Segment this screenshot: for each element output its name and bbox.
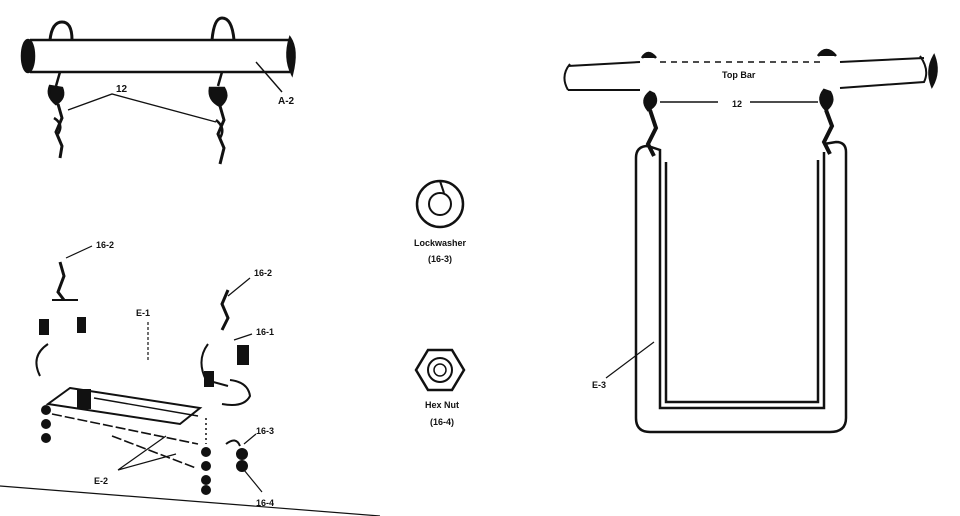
label-part-16-2-b: 16-2 (254, 268, 272, 278)
top-bar-outline (563, 61, 641, 91)
hex-nut-icon (414, 348, 466, 392)
leader-e2 (117, 435, 177, 471)
mount-right (816, 48, 837, 57)
label-part-12-right: 12 (732, 99, 742, 109)
label-hex-nut-code: (16-4) (430, 417, 454, 427)
label-part-16-2-a: 16-2 (96, 240, 114, 250)
label-part-16-4: 16-4 (256, 498, 274, 508)
rod-e2-upper (51, 413, 199, 445)
label-part-e1: E-1 (136, 308, 150, 318)
hanger-right (208, 71, 228, 165)
chain-right-top (220, 289, 230, 331)
chain-left-top (56, 261, 66, 301)
label-lockwasher: Lockwasher (414, 238, 467, 248)
u-frame-inner (664, 160, 820, 404)
label-part-16-3: 16-3 (256, 426, 274, 436)
label-part-a2: A-2 (278, 96, 295, 107)
leader-16-4 (243, 469, 263, 493)
top-bar-hanger-view (20, 16, 296, 165)
leader-16-3 (243, 433, 257, 445)
label-lockwasher-code: (16-3) (428, 254, 452, 264)
leader-16-2-a (65, 245, 93, 259)
seat-left-curve (35, 343, 49, 377)
leader-a2 (255, 61, 283, 93)
leader-16-1 (233, 333, 253, 341)
bracket-right-top (210, 16, 236, 41)
label-part-16-1: 16-1 (256, 327, 274, 337)
seat-platform (45, 386, 203, 426)
label-hex-nut: Hex Nut (425, 400, 459, 410)
hanger-left (47, 71, 65, 159)
top-bar-tube (30, 38, 290, 74)
top-bar-right-end-icon (928, 53, 938, 89)
u-swing-view (563, 48, 938, 434)
top-bar-right-end (286, 35, 296, 78)
lockwasher-icon (415, 179, 465, 229)
rod-e2-lower (111, 435, 197, 469)
seat-assembly-view (0, 245, 381, 516)
label-part-e3: E-3 (592, 380, 606, 390)
top-bar-left-end (20, 38, 36, 74)
label-top-bar: Top Bar (722, 70, 756, 80)
u-frame-outer (634, 140, 848, 434)
leader-12-left (67, 93, 217, 123)
bracket-left-top (48, 20, 74, 41)
leader-e3 (605, 341, 655, 379)
page-edge-line (0, 485, 381, 516)
mount-left (640, 51, 657, 59)
label-part-12-left: 12 (116, 84, 128, 95)
leader-16-2-b (227, 277, 251, 297)
label-part-e2: E-2 (94, 476, 108, 486)
